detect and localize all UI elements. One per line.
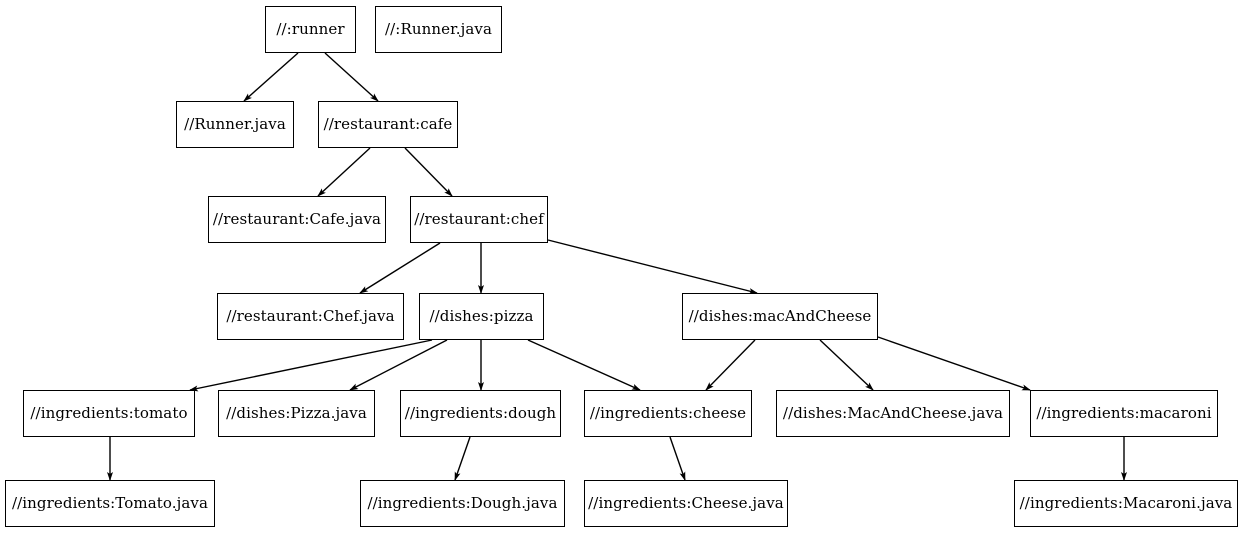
graph-node-label: //dishes:MacAndCheese.java — [782, 404, 1004, 422]
graph-node-label: //Runner.java — [184, 115, 286, 133]
graph-node-label: //dishes:Pizza.java — [226, 404, 367, 422]
graph-node-label: //dishes:pizza — [429, 307, 534, 325]
graph-node-label: //:Runner.java — [384, 20, 492, 38]
graph-node-label: //restaurant:cafe — [323, 115, 453, 133]
graph-node-restaurant_chef[interactable]: //restaurant:chef — [410, 196, 548, 243]
graph-node-label: //restaurant:Cafe.java — [212, 210, 382, 228]
graph-node-label: //ingredients:Dough.java — [367, 494, 558, 512]
graph-node-label: //dishes:macAndCheese — [688, 307, 872, 325]
graph-node-ing_dough_java[interactable]: //ingredients:Dough.java — [360, 480, 565, 527]
graph-node-root_runner_java[interactable]: //:Runner.java — [375, 6, 502, 53]
graph-node-restaurant_cafe_java[interactable]: //restaurant:Cafe.java — [208, 196, 386, 243]
graph-node-label: //restaurant:chef — [414, 210, 544, 228]
graph-node-ing_dough[interactable]: //ingredients:dough — [400, 390, 561, 437]
graph-node-ing_macaroni_java[interactable]: //ingredients:Macaroni.java — [1014, 480, 1238, 527]
graph-node-runner_java[interactable]: //Runner.java — [176, 101, 294, 148]
graph-node-dishes_pizza[interactable]: //dishes:pizza — [419, 293, 544, 340]
graph-node-label: //ingredients:tomato — [30, 404, 188, 422]
graph-node-dishes_macandcheese[interactable]: //dishes:macAndCheese — [682, 293, 878, 340]
graph-node-label: //:runner — [276, 20, 345, 38]
graph-node-label: //ingredients:Cheese.java — [588, 494, 784, 512]
graph-node-label: //ingredients:dough — [404, 404, 557, 422]
graph-node-ing_cheese[interactable]: //ingredients:cheese — [584, 390, 752, 437]
graph-node-ing_tomato[interactable]: //ingredients:tomato — [23, 390, 195, 437]
graph-node-label: //ingredients:Tomato.java — [11, 494, 209, 512]
graph-node-dishes_mac_java[interactable]: //dishes:MacAndCheese.java — [776, 390, 1010, 437]
graph-node-label: //ingredients:cheese — [589, 404, 747, 422]
graph-node-label: //ingredients:Macaroni.java — [1019, 494, 1233, 512]
graph-node-ing_macaroni[interactable]: //ingredients:macaroni — [1030, 390, 1218, 437]
graph-node-ing_cheese_java[interactable]: //ingredients:Cheese.java — [584, 480, 788, 527]
graph-node-ing_tomato_java[interactable]: //ingredients:Tomato.java — [5, 480, 215, 527]
graph-node-restaurant_cafe[interactable]: //restaurant:cafe — [318, 101, 458, 148]
graph-node-restaurant_chef_java[interactable]: //restaurant:Chef.java — [217, 293, 404, 340]
graph-node-dishes_pizza_java[interactable]: //dishes:Pizza.java — [218, 390, 375, 437]
graph-node-runner[interactable]: //:runner — [265, 6, 356, 53]
graph-node-label: //restaurant:Chef.java — [226, 307, 395, 325]
graph-node-label: //ingredients:macaroni — [1036, 404, 1212, 422]
